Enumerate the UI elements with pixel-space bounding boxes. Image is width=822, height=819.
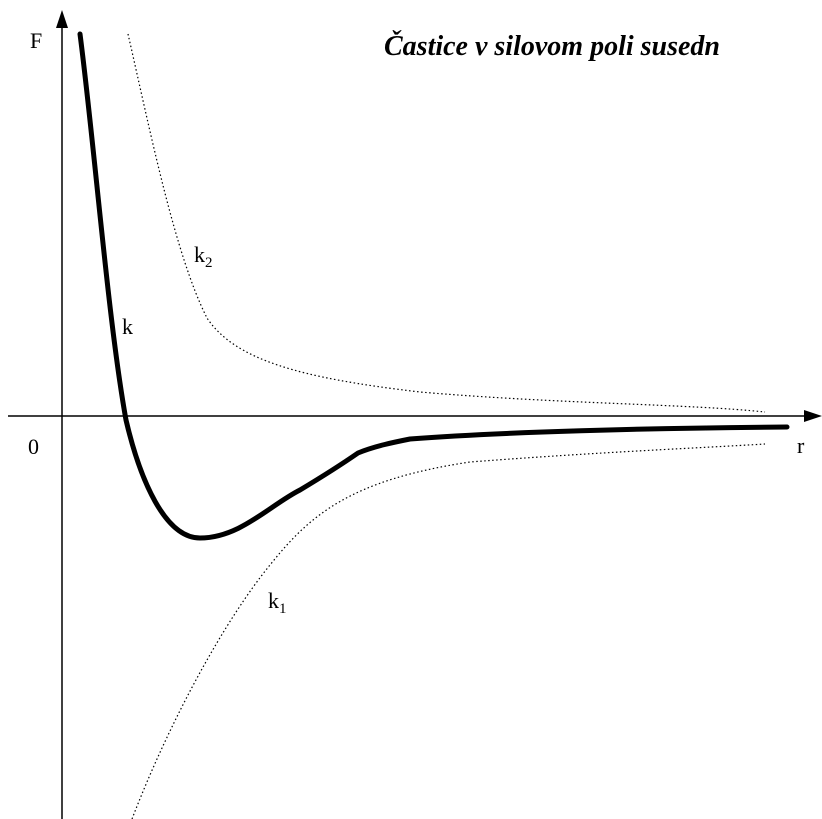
x-axis-label: r (797, 433, 805, 458)
curve-k-label: k (122, 314, 133, 339)
curve-k-resultant (77, 31, 790, 541)
curve-k2-repulsive (127, 33, 766, 413)
diagram-title: Častice v silovom poli susedn (384, 31, 720, 62)
origin-label: 0 (28, 434, 39, 459)
axes (8, 10, 822, 819)
y-axis-arrow-icon (56, 10, 68, 28)
y-axis-label: F (30, 28, 42, 53)
x-axis-arrow-icon (804, 410, 822, 422)
curve-k1-attractive (131, 443, 766, 819)
curve-k1-label: k1 (268, 588, 287, 617)
curve-k2-label: k2 (194, 242, 213, 271)
